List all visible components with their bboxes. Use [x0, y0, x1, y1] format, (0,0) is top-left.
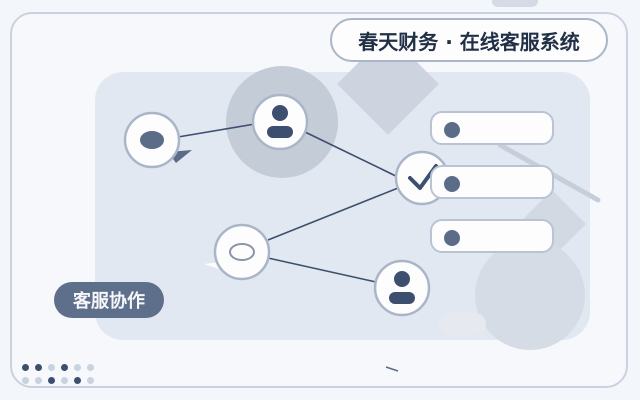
user-avatar-icon: [389, 271, 415, 304]
user-avatar-icon: [267, 105, 293, 138]
connector-line: [267, 257, 377, 283]
page-title: 春天财务 · 在线客服系统: [330, 18, 608, 62]
tick-mark-decoration: [385, 366, 399, 372]
chat-bubble-icon: [140, 131, 164, 149]
top-tab-decoration: [492, 0, 538, 7]
connector-lines: [177, 123, 401, 283]
list-row: [430, 111, 554, 145]
connector-line: [304, 131, 401, 179]
list-row: [430, 165, 554, 199]
capsule-decoration: [438, 313, 486, 335]
list-item-dot-icon: [444, 176, 460, 192]
avatar-node-top: [251, 93, 309, 151]
connector-line: [177, 123, 256, 138]
chat-bubble-outline-icon: [229, 243, 255, 261]
section-label: 客服协作: [54, 282, 164, 318]
connector-line: [267, 187, 399, 241]
list-row: [430, 219, 554, 253]
list-item-dot-icon: [444, 122, 460, 138]
chat-outline-node: [204, 223, 271, 281]
list-item-dot-icon: [444, 230, 460, 246]
chat-bubble-node: [123, 111, 192, 169]
circle-decoration: [475, 240, 585, 350]
avatar-node-bottom: [373, 259, 431, 317]
